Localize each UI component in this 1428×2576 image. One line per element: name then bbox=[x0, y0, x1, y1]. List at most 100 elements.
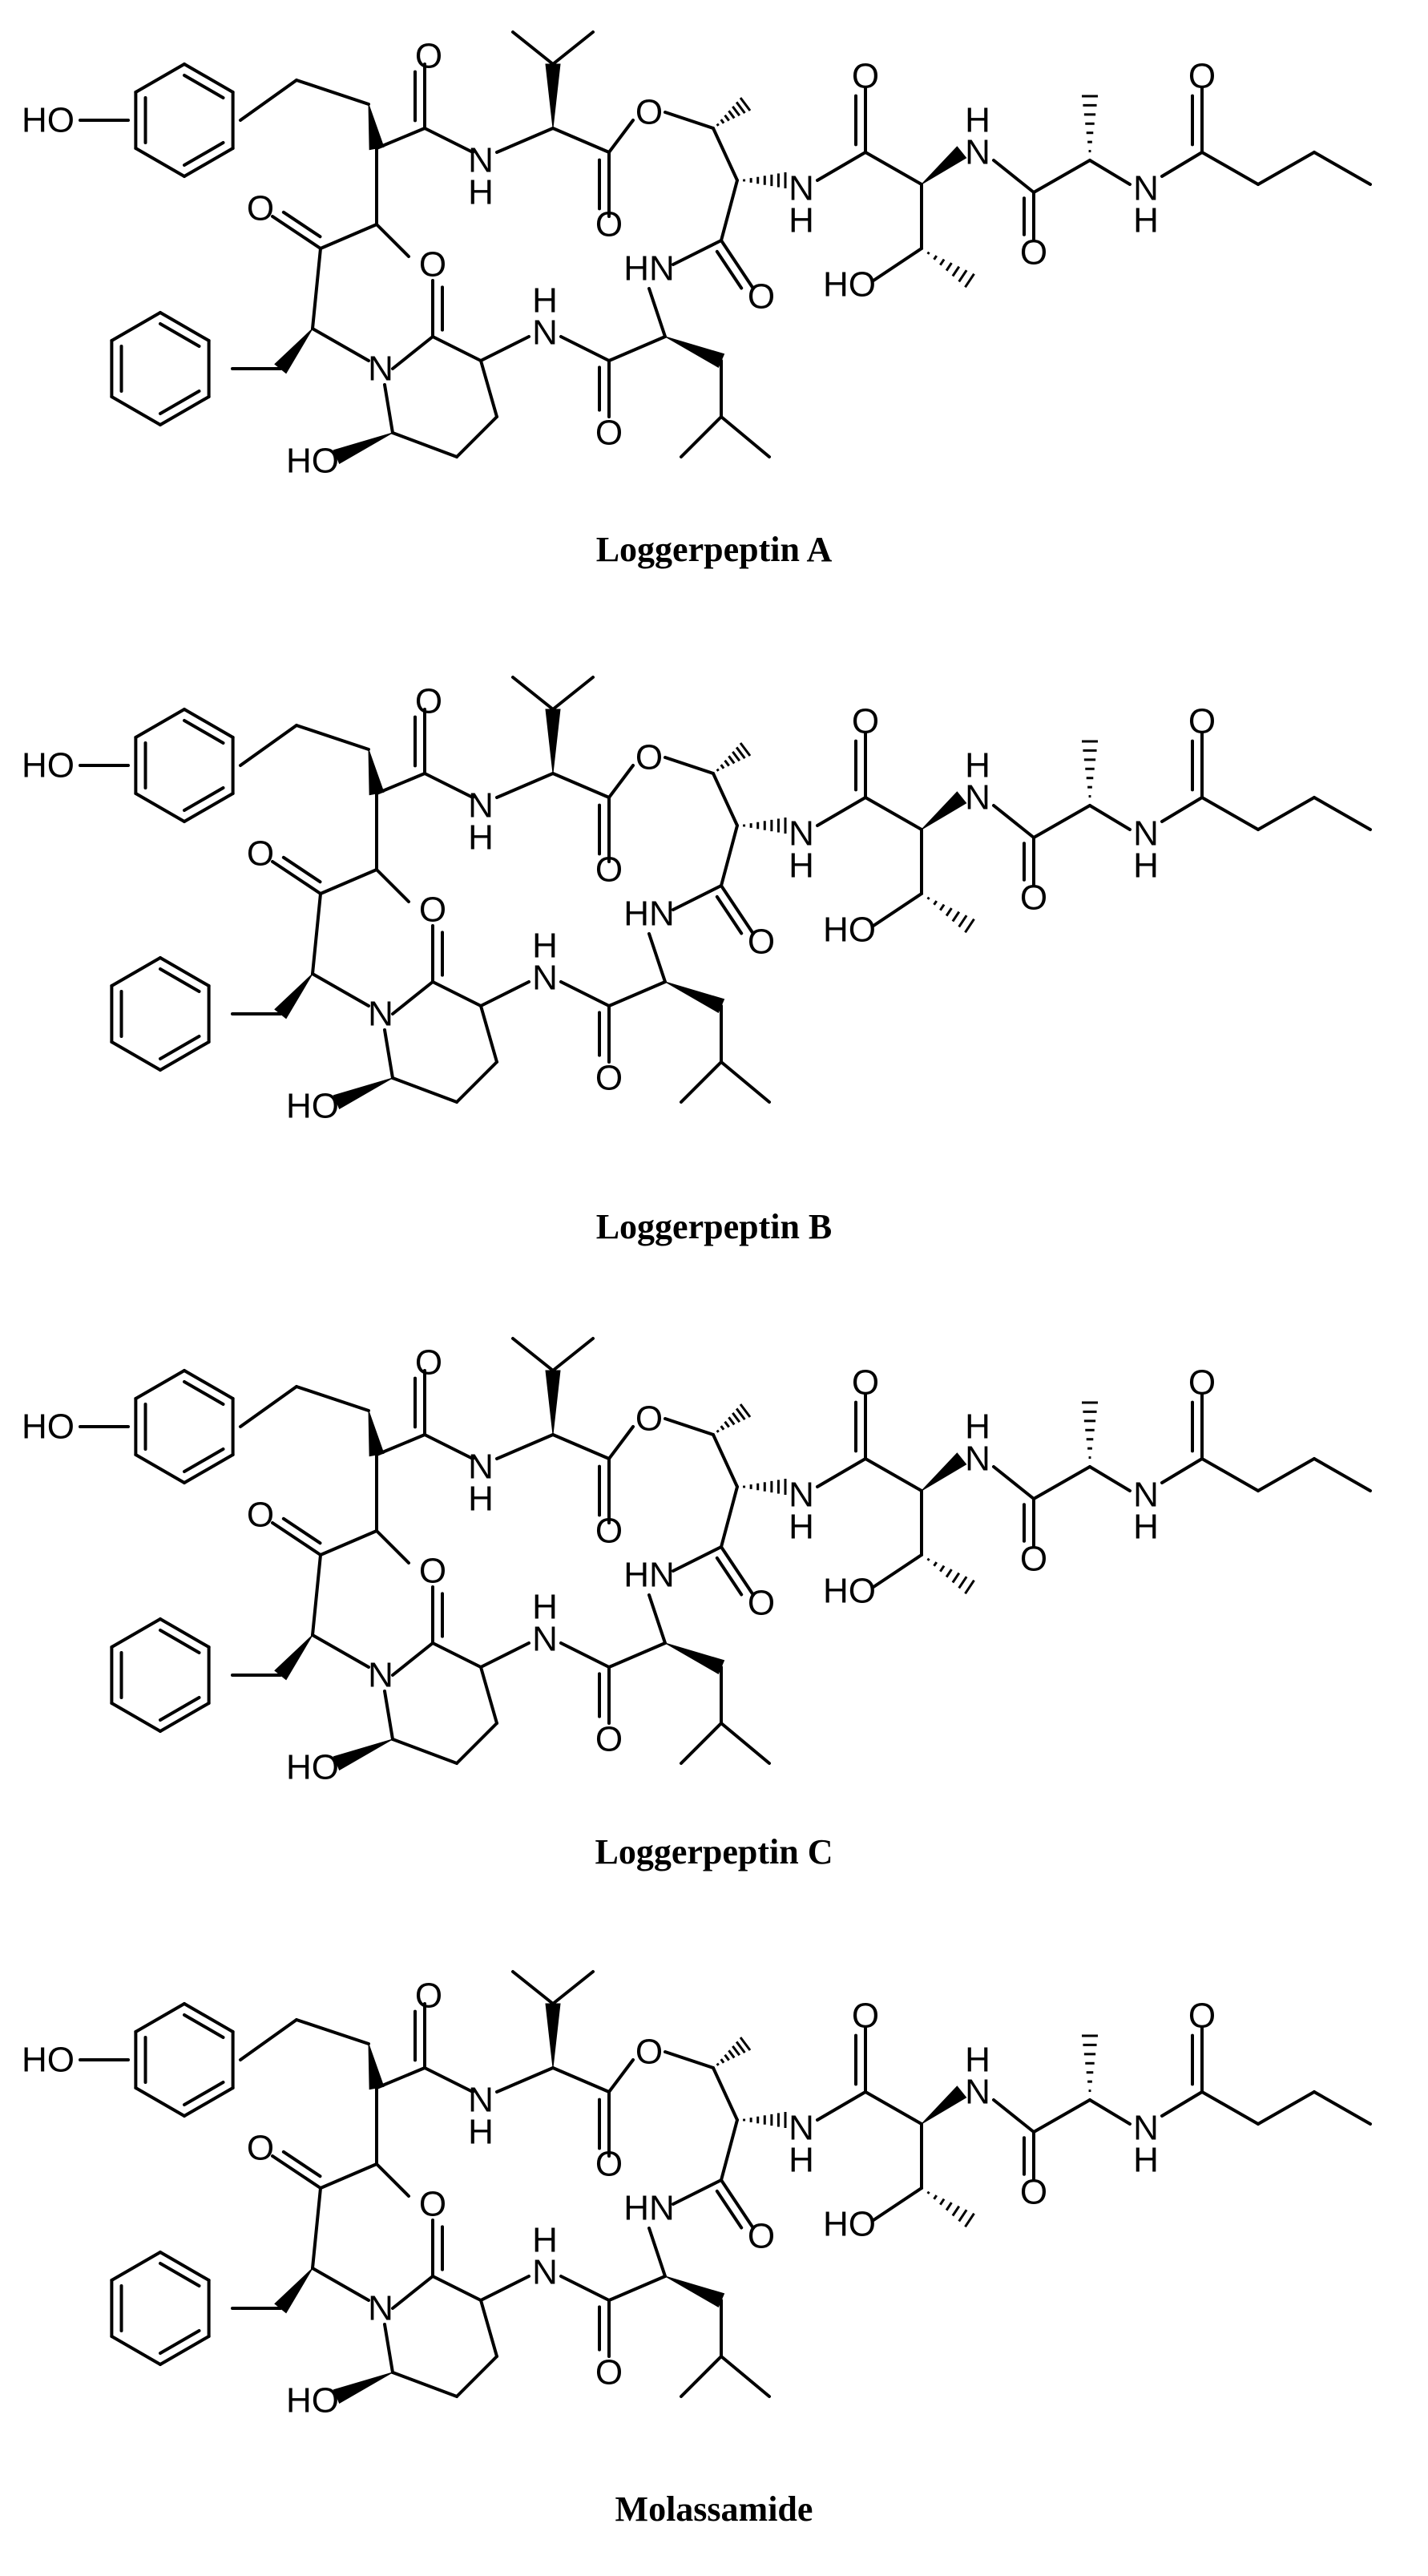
bond bbox=[664, 1417, 715, 1436]
bond bbox=[391, 1738, 458, 1765]
double-bond bbox=[271, 860, 322, 895]
bond bbox=[1032, 2098, 1091, 2134]
carbonyl-oxygen: O bbox=[419, 1552, 446, 1591]
nitrogen-label: N bbox=[468, 2081, 494, 2120]
wedge-bond bbox=[274, 328, 313, 374]
bond bbox=[495, 772, 555, 799]
double-bond bbox=[720, 1545, 755, 1597]
carbonyl-oxygen: O bbox=[415, 1976, 442, 2016]
bond bbox=[864, 796, 923, 831]
bond bbox=[559, 1641, 611, 1669]
bond bbox=[607, 1425, 635, 1460]
wedge-bond bbox=[274, 1634, 313, 1681]
carbonyl-oxygen: O bbox=[595, 2145, 623, 2184]
bond bbox=[1088, 159, 1132, 186]
bond bbox=[1160, 796, 1204, 823]
tyrosine-ring bbox=[134, 2002, 235, 2118]
hydrogen-label: H bbox=[468, 818, 494, 858]
hydrogen-label: H bbox=[1133, 1508, 1159, 1547]
bond bbox=[647, 932, 667, 983]
bond bbox=[375, 1433, 426, 1456]
ring-bond bbox=[183, 792, 235, 823]
bond bbox=[479, 2275, 530, 2302]
nitrogen-label: N bbox=[532, 2253, 558, 2292]
wedge-bond bbox=[545, 709, 561, 774]
hydrogen-label: H bbox=[468, 1480, 494, 1519]
hash-bond bbox=[716, 742, 752, 772]
double-bond bbox=[271, 2154, 322, 2190]
bond bbox=[391, 980, 434, 1015]
bond bbox=[375, 2066, 426, 2089]
bond bbox=[647, 1593, 667, 1645]
bond bbox=[551, 30, 595, 66]
bond bbox=[479, 980, 530, 1007]
carbonyl-oxygen: O bbox=[595, 1059, 623, 1098]
bond bbox=[455, 1722, 498, 1765]
bond bbox=[311, 2186, 322, 2270]
hash-bond bbox=[926, 251, 975, 289]
double-bond bbox=[281, 210, 322, 239]
bond bbox=[607, 980, 667, 1007]
bond bbox=[872, 2186, 923, 2222]
bond bbox=[720, 415, 771, 458]
nitrogen-label: N bbox=[532, 313, 558, 353]
bond bbox=[1313, 2090, 1372, 2126]
bond bbox=[551, 1337, 595, 1372]
hydrogen-label: H bbox=[532, 281, 558, 321]
bond bbox=[383, 383, 394, 434]
nitrogen-label: N bbox=[965, 2073, 990, 2112]
wedge-bond bbox=[368, 749, 385, 796]
bond bbox=[992, 159, 1035, 194]
bond bbox=[1313, 151, 1372, 186]
tyrosine-ring bbox=[134, 708, 235, 823]
nitrogen-label: N bbox=[789, 169, 814, 208]
bond bbox=[607, 2058, 635, 2094]
double-bond bbox=[271, 215, 322, 250]
carbonyl-oxygen: O bbox=[247, 189, 274, 228]
bond bbox=[720, 2118, 739, 2182]
bond bbox=[239, 1385, 298, 1428]
hydroxyl-label: HO bbox=[286, 2381, 339, 2421]
bond bbox=[664, 2050, 715, 2069]
bond bbox=[672, 884, 723, 911]
hydrogen-label: H bbox=[965, 1407, 990, 1447]
bond bbox=[647, 287, 667, 338]
ring-bond bbox=[159, 311, 211, 342]
ring-bond bbox=[183, 2081, 225, 2106]
ring-bond bbox=[183, 63, 235, 94]
wedge-bond bbox=[545, 2003, 561, 2069]
wedge-bond bbox=[274, 2267, 313, 2314]
bond bbox=[872, 892, 923, 927]
phenyl-ring bbox=[110, 311, 211, 426]
bond bbox=[431, 335, 482, 362]
bond bbox=[311, 1633, 370, 1669]
ring-bond bbox=[159, 322, 201, 348]
carbonyl-oxygen: O bbox=[748, 923, 775, 962]
carbonyl-oxygen: O bbox=[748, 2217, 775, 2256]
bond bbox=[511, 1337, 555, 1372]
carbonyl-oxygen: O bbox=[419, 2185, 446, 2224]
hash-bond bbox=[1082, 740, 1098, 798]
wedge-bond bbox=[333, 2372, 393, 2404]
bond bbox=[1313, 796, 1372, 831]
hydroxyl-label: HO bbox=[22, 2041, 75, 2080]
ahp-nitrogen-label: N bbox=[368, 1656, 393, 1695]
bond bbox=[607, 1641, 667, 1669]
nitrogen-label: N bbox=[532, 1620, 558, 1659]
ring-bond bbox=[134, 63, 186, 94]
bond bbox=[607, 335, 667, 362]
double-bond bbox=[720, 2178, 755, 2230]
bond bbox=[607, 2275, 667, 2302]
ring-bond bbox=[159, 1696, 201, 1722]
carbonyl-oxygen: O bbox=[1020, 878, 1047, 918]
hydrogen-label: H bbox=[532, 2221, 558, 2260]
wedge-bond bbox=[545, 63, 561, 129]
nitrogen-label: N bbox=[1133, 169, 1159, 208]
carbonyl-oxygen: O bbox=[247, 834, 274, 874]
bond bbox=[712, 127, 739, 182]
phenyl-ring bbox=[110, 956, 211, 1072]
ring-bond bbox=[134, 147, 186, 178]
bond bbox=[992, 2098, 1035, 2134]
nitrogen-label: N bbox=[468, 141, 494, 180]
